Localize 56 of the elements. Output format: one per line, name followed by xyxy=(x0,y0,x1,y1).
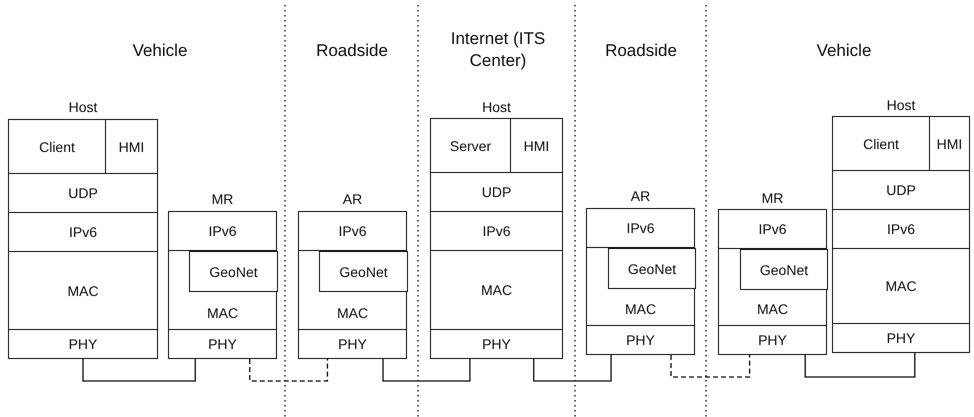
stack-title: Host xyxy=(886,96,916,114)
connector-line xyxy=(670,355,750,378)
protocol-layer-box: IPv6 xyxy=(832,209,970,249)
protocol-layer-box: PHY xyxy=(168,329,277,359)
connector-line xyxy=(804,353,916,378)
protocol-layer-box: PHY xyxy=(718,325,827,355)
layer-label: MAC xyxy=(624,301,656,317)
connector-line xyxy=(533,355,612,382)
protocol-layer-box: GeoNet xyxy=(319,251,408,292)
protocol-layer-box: Server xyxy=(430,118,511,173)
stack-title: Host xyxy=(68,98,98,116)
protocol-layer-box: UDP xyxy=(430,172,563,212)
region-heading: Roadside xyxy=(315,40,389,62)
protocol-layer-box: HMI xyxy=(105,119,158,174)
layer-label: MAC xyxy=(336,305,368,321)
layer-label: MAC xyxy=(756,301,788,317)
protocol-layer-box: UDP xyxy=(8,173,158,213)
protocol-layer-box: MAC xyxy=(430,250,563,330)
connector-line xyxy=(82,359,196,382)
stack-title: MR xyxy=(210,190,234,208)
connector-line xyxy=(249,359,328,382)
protocol-layer-box: IPv6 xyxy=(430,211,563,251)
region-heading: Internet (ITS Center) xyxy=(450,28,546,72)
protocol-layer-box: PHY xyxy=(832,323,970,353)
protocol-layer-box xyxy=(718,248,827,326)
protocol-layer-box: PHY xyxy=(298,329,407,359)
protocol-layer-box: Client xyxy=(832,116,930,171)
protocol-layer-box xyxy=(586,247,695,326)
protocol-layer-box: IPv6 xyxy=(586,208,695,248)
protocol-layer-box: GeoNet xyxy=(189,251,278,292)
protocol-layer-box: PHY xyxy=(8,329,158,359)
stack-title: AR xyxy=(630,187,652,205)
protocol-layer-box: UDP xyxy=(832,170,970,210)
protocol-layer-box: GeoNet xyxy=(740,249,828,290)
protocol-layer-box: PHY xyxy=(586,325,695,355)
protocol-layer-box: MAC xyxy=(832,248,970,324)
region-heading: Roadside xyxy=(604,40,678,62)
protocol-layer-box: IPv6 xyxy=(298,211,407,251)
region-heading: Vehicle xyxy=(816,40,872,62)
stack-title: AR xyxy=(342,190,364,208)
region-heading: Vehicle xyxy=(132,40,188,62)
protocol-layer-box: Client xyxy=(8,119,106,174)
protocol-layer-box: HMI xyxy=(929,116,970,171)
stack-title: MR xyxy=(760,189,784,207)
protocol-layer-box xyxy=(168,250,277,330)
connector-line xyxy=(382,359,471,382)
protocol-layer-box: IPv6 xyxy=(8,212,158,252)
protocol-layer-box: PHY xyxy=(430,329,563,359)
protocol-layer-box: HMI xyxy=(510,118,563,173)
protocol-layer-box xyxy=(298,250,407,330)
layer-label: MAC xyxy=(206,305,238,321)
stack-title: Host xyxy=(481,98,512,116)
protocol-layer-box: GeoNet xyxy=(608,248,696,289)
protocol-layer-box: IPv6 xyxy=(718,209,827,249)
protocol-layer-box: MAC xyxy=(8,251,158,330)
protocol-layer-box: IPv6 xyxy=(168,211,277,251)
